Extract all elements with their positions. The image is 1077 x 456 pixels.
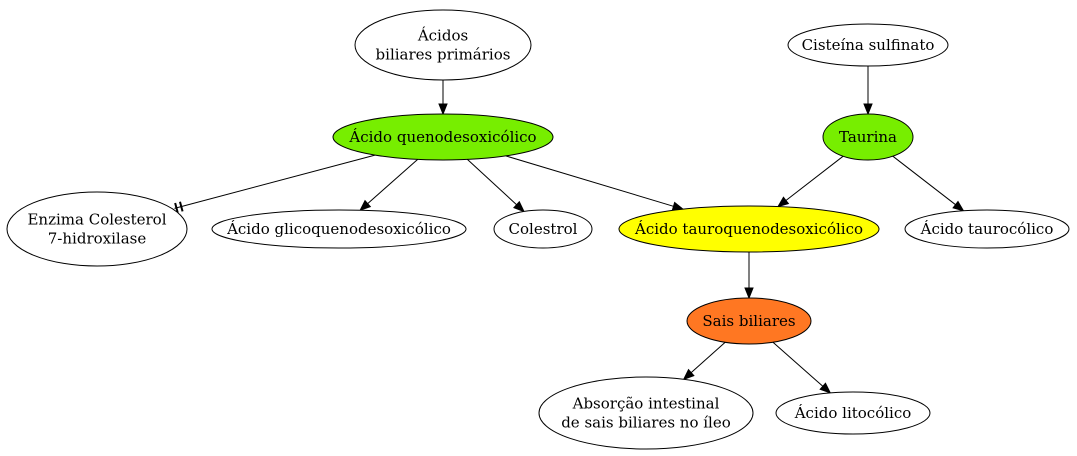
arrowhead	[359, 199, 372, 212]
node-taurocolico: Ácido taurocólico	[904, 209, 1070, 249]
node-label-line: 7-hidroxilase	[48, 230, 147, 248]
node-ellipse	[332, 113, 554, 161]
arrowhead	[682, 368, 695, 381]
edge-line	[690, 341, 726, 374]
node-label-line: Taurina	[839, 128, 897, 146]
node-ellipse	[354, 9, 532, 81]
edge-sais_biliares-to-absorcao	[682, 341, 726, 381]
node-ellipse	[493, 209, 593, 249]
node-label-line: Ácido tauroquenodesoxicólico	[634, 220, 863, 238]
node-taurina: Taurina	[822, 113, 914, 161]
node-label-line: Ácido glicoquenodesoxicólico	[226, 220, 451, 238]
node-label-line: Enzima Colesterol	[27, 211, 166, 229]
edge-line	[892, 155, 956, 206]
inhibition-tee-bar	[174, 202, 179, 213]
node-quenodesoxicolico: Ácido quenodesoxicólico	[332, 113, 554, 161]
edge-line	[467, 159, 517, 206]
edge-line	[785, 155, 844, 201]
edge-quenodesoxicolico-to-colestrol	[467, 159, 525, 213]
inhibition-tee-bar	[179, 201, 184, 212]
node-colestrol: Colestrol	[493, 209, 593, 249]
edge-quenodesoxicolico-to-glicoquenodesoxicolico	[359, 159, 419, 212]
arrowhead	[776, 196, 790, 208]
node-label-line: Sais biliares	[702, 312, 795, 330]
node-label-line: Ácidos	[417, 27, 468, 45]
arrowhead	[744, 287, 754, 300]
node-litocolico: Ácido litocólico	[775, 391, 931, 435]
node-label-line: Absorção intestinal	[572, 395, 720, 413]
node-tauroquenodesoxicolico: Ácido tauroquenodesoxicólico	[618, 205, 880, 253]
edge-taurina-to-tauroquenodesoxicolico	[776, 155, 844, 208]
node-ellipse	[211, 209, 467, 249]
node-ellipse	[775, 391, 931, 435]
node-sais-biliares: Sais biliares	[686, 297, 812, 345]
edge-taurina-to-taurocolico	[892, 155, 965, 212]
node-label-line: biliares primários	[376, 46, 511, 64]
node-glicoquenodesoxicolico: Ácido glicoquenodesoxicólico	[211, 209, 467, 249]
node-ellipse	[787, 23, 949, 67]
edge-quenodesoxicolico-to-tauroquenodesoxicolico	[505, 155, 685, 211]
edges-layer	[174, 66, 965, 394]
edge-cisteina-to-taurina	[863, 66, 873, 116]
node-label-line: de sais biliares no íleo	[561, 414, 731, 432]
edge-tauroquenodesoxicolico-to-sais_biliares	[744, 252, 754, 300]
node-ellipse	[618, 205, 880, 253]
edge-quenodesoxicolico-to-enzima	[174, 154, 376, 213]
node-ellipse	[686, 297, 812, 345]
arrowhead	[952, 200, 965, 212]
node-ellipse	[822, 113, 914, 161]
node-cisteina: Cisteína sulfinato	[787, 23, 949, 67]
node-ellipse	[538, 376, 754, 450]
node-ellipse	[904, 209, 1070, 249]
edge-acidos_primarios-to-quenodesoxicolico	[438, 80, 448, 116]
edge-line	[505, 155, 674, 207]
edge-line	[367, 159, 419, 205]
node-label-line: Colestrol	[509, 220, 578, 238]
node-label-line: Cisteína sulfinato	[802, 36, 935, 54]
arrowhead	[819, 382, 832, 394]
node-label-line: Ácido taurocólico	[920, 220, 1054, 238]
edge-line	[772, 341, 824, 387]
node-label-line: Ácido litocólico	[794, 404, 912, 422]
node-label-line: Ácido quenodesoxicólico	[348, 128, 536, 146]
arrowhead	[438, 103, 448, 116]
edge-sais_biliares-to-litocolico	[772, 341, 832, 394]
node-ellipse	[6, 191, 188, 267]
edge-line	[174, 154, 376, 209]
arrowhead	[513, 200, 525, 213]
arrowhead	[863, 103, 873, 116]
